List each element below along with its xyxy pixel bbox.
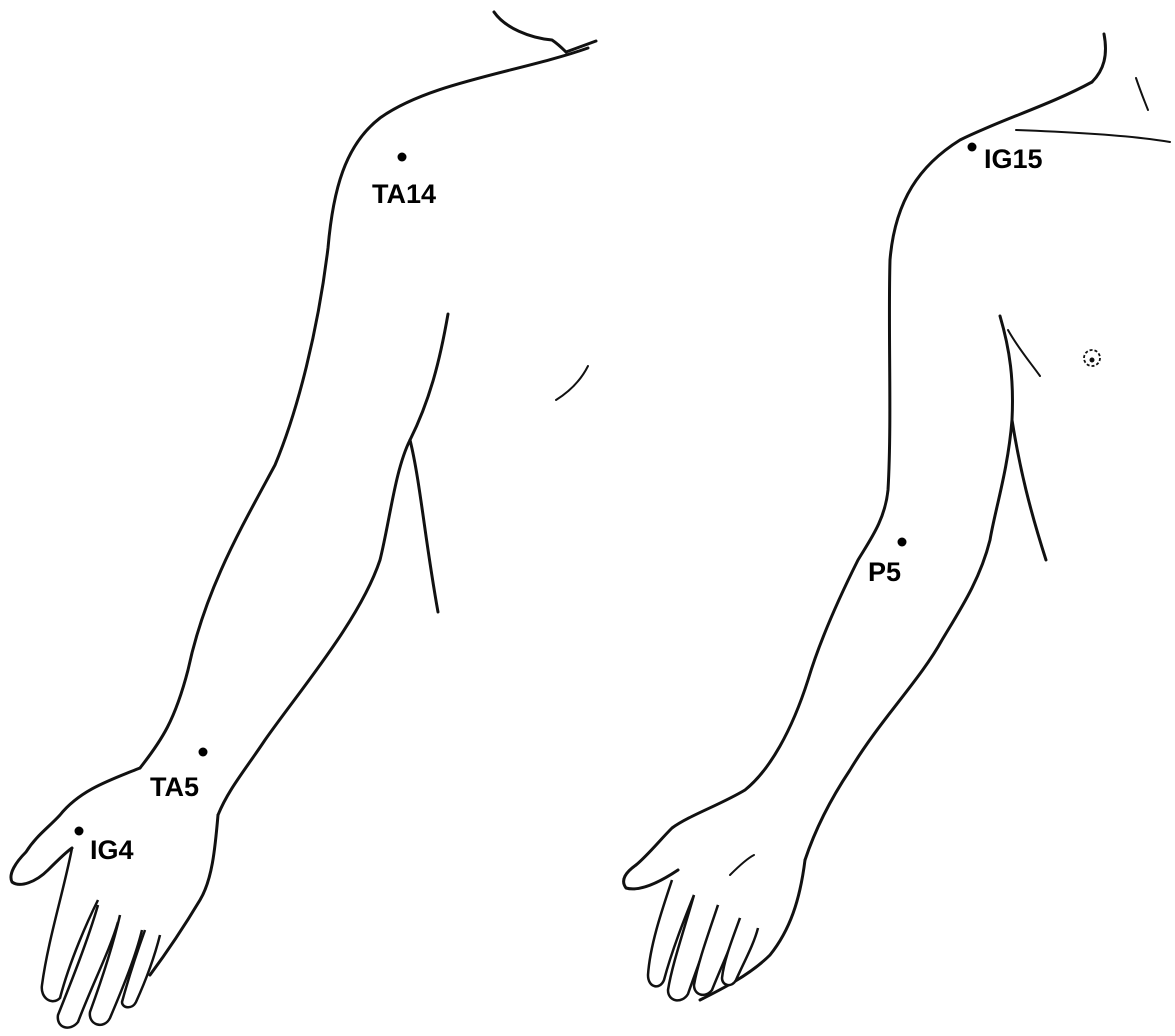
point-label: IG4 [90,835,134,865]
neck-line-right-2 [1136,78,1148,110]
right-side-line [1012,420,1046,560]
nipple-center [1090,358,1095,363]
left-arm [11,12,596,1028]
left-arm-inner-contour [218,314,448,815]
point-ta14: TA14 [372,153,436,210]
point-dot [898,538,907,547]
point-dot [199,748,208,757]
right-palm-crease [730,855,754,875]
point-dot [398,153,407,162]
point-p5: P5 [868,538,907,588]
point-label: TA5 [150,772,199,802]
left-axilla-line [410,440,438,612]
point-label: P5 [868,557,901,587]
left-arm-outer-contour [140,48,588,768]
point-dot [968,143,977,152]
point-ig15: IG15 [968,143,1043,175]
point-label: IG15 [984,144,1043,174]
neck-line-right [1092,34,1106,82]
right-arm-inner-contour [805,316,1013,860]
left-chest-curve [556,366,588,400]
point-ig4: IG4 [75,827,134,866]
point-dot [75,827,84,836]
neck-line-left [494,12,566,52]
point-label: TA14 [372,179,436,209]
right-arm [624,34,1170,1000]
left-hand-back [150,815,218,975]
point-ta5: TA5 [150,748,208,803]
collarbone-line [1016,130,1170,142]
right-axilla-line [1008,330,1040,376]
